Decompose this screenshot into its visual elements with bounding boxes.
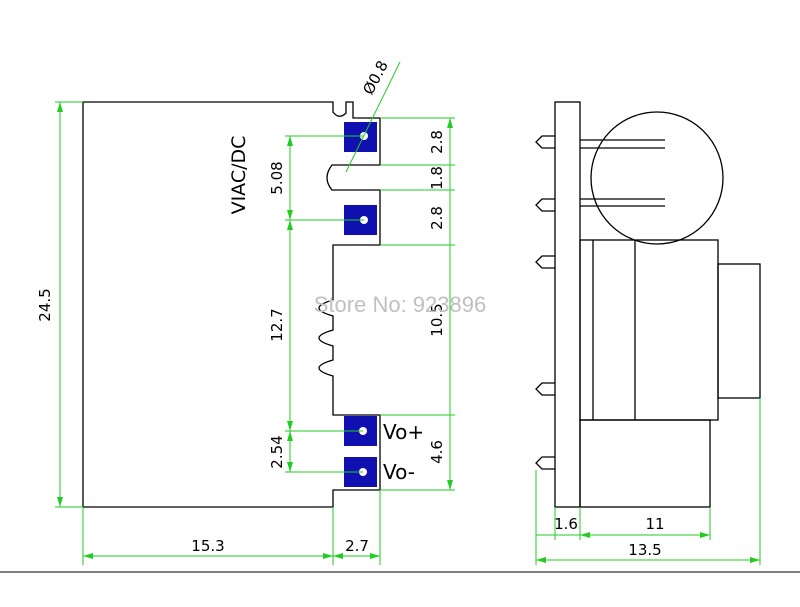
dim-height: 24.5 — [36, 288, 54, 321]
side-dimension-arrows — [536, 532, 760, 563]
side-transformer — [579, 239, 719, 421]
label-input: VIAC/DC — [228, 136, 250, 215]
dim-width-main: 15.3 — [191, 537, 224, 555]
side-dimension-lines — [535, 398, 761, 565]
dim-seg-bottom: 4.6 — [428, 440, 446, 464]
front-board-outline — [82, 101, 381, 508]
dim-body-length: 11 — [645, 515, 664, 533]
dim-seg-slot: 1.8 — [428, 166, 446, 190]
dim-pin-length: 1.6 — [554, 515, 578, 533]
front-dimension-arrows — [57, 102, 453, 559]
dim-spacing-in-out: 12.7 — [268, 308, 286, 341]
dim-seg-pin2: 2.8 — [428, 206, 446, 230]
side-view — [535, 101, 761, 508]
side-dimension-texts: 1.6 11 13.5 — [554, 515, 664, 559]
front-dimension-lines — [55, 61, 455, 565]
dim-seg-top: 2.8 — [428, 130, 446, 154]
dim-seg-mid: 10.5 — [428, 303, 446, 336]
front-view — [82, 101, 381, 508]
side-pins — [535, 135, 555, 470]
side-board — [554, 101, 581, 508]
dim-pin-pitch-out: 2.54 — [268, 435, 286, 468]
store-watermark: Store No: 923896 — [314, 292, 486, 317]
side-lower-block — [579, 419, 711, 508]
dim-hole-diameter: Ø0.8 — [359, 58, 392, 98]
dim-width-tab: 2.7 — [345, 537, 369, 555]
pad-input-1 — [344, 122, 377, 152]
dim-total-length: 13.5 — [628, 541, 661, 559]
dim-pin-pitch-in: 5.08 — [268, 161, 286, 194]
label-vout-pos: Vo+ — [383, 420, 424, 444]
label-vout-neg: Vo- — [383, 460, 415, 484]
side-capacitor — [590, 111, 724, 245]
